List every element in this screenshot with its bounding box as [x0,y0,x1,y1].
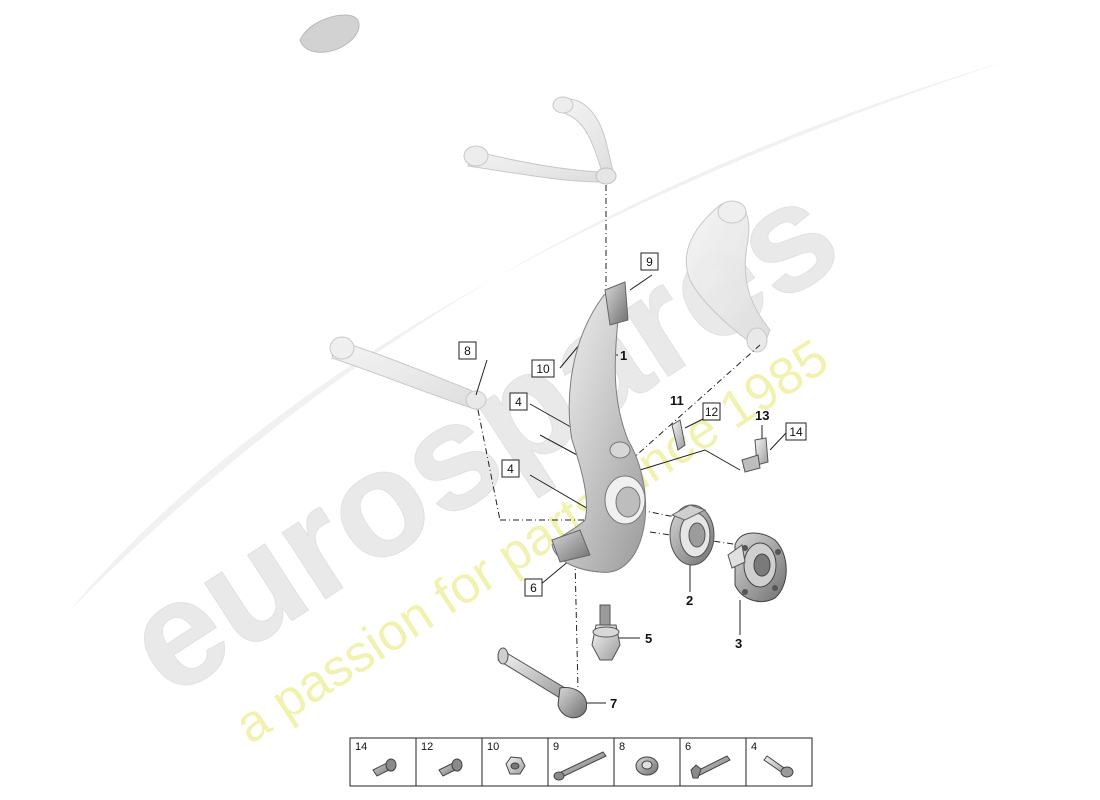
table-cell-number: 6 [685,741,691,753]
callout-3[interactable]: 3 [735,636,742,651]
callout-4b[interactable]: 4 [507,462,514,476]
tie-rod-end [497,647,588,719]
ghost-parts [299,14,771,411]
callout-box-4a [509,392,528,411]
ball-joint [591,604,621,661]
callout-2[interactable]: 2 [686,593,693,608]
callout-10[interactable]: 10 [536,362,550,376]
callouts: 9 10 8 4 4 6 12 14 1 2 3 5 7 11 13 [458,252,807,711]
callout-8[interactable]: 8 [464,344,471,358]
hex-socket-bolt-icon [438,758,463,777]
steering-knuckle [551,281,647,573]
callout-box-8 [458,341,477,360]
callout-box-9 [640,252,659,271]
callout-box-12 [702,402,721,421]
callout-box-4b [501,459,520,478]
callout-box-10 [531,359,555,378]
table-cell-number: 8 [619,741,625,753]
callout-9[interactable]: 9 [646,255,653,269]
callout-4a[interactable]: 4 [515,395,522,409]
flange-nut-icon [635,756,659,776]
callout-5[interactable]: 5 [645,631,652,646]
table-cell-number: 9 [553,741,559,753]
wheel-hub [727,532,787,602]
wheel-bearing [669,504,715,566]
hex-bolt-icon [690,755,731,779]
callout-13[interactable]: 13 [755,408,769,423]
watermark-brand: eurospares [96,145,866,726]
callout-14[interactable]: 14 [789,425,803,439]
sensor-parts [671,419,769,473]
screw-icon [763,755,794,778]
table-cell-number: 10 [487,741,499,753]
hex-nut-icon [505,756,526,775]
callout-box-14 [785,422,807,441]
watermark: eurospares a passion for parts since 198… [70,60,1010,755]
callout-1[interactable]: 1 [620,348,627,363]
table-cell-number: 14 [355,741,367,753]
callout-box-6 [524,578,543,597]
parts-table: 14 12 10 9 8 6 4 [349,737,813,787]
hex-socket-bolt-icon [372,758,397,777]
callout-6[interactable]: 6 [530,581,537,595]
table-cell-number: 12 [421,741,433,753]
callout-12[interactable]: 12 [705,405,719,419]
callout-11[interactable]: 11 [670,393,684,408]
callout-7[interactable]: 7 [610,696,617,711]
long-bolt-icon [553,751,607,781]
ghost-part-top-left [299,14,360,53]
table-cell-number: 4 [751,741,757,753]
assembly-lines [477,185,761,691]
